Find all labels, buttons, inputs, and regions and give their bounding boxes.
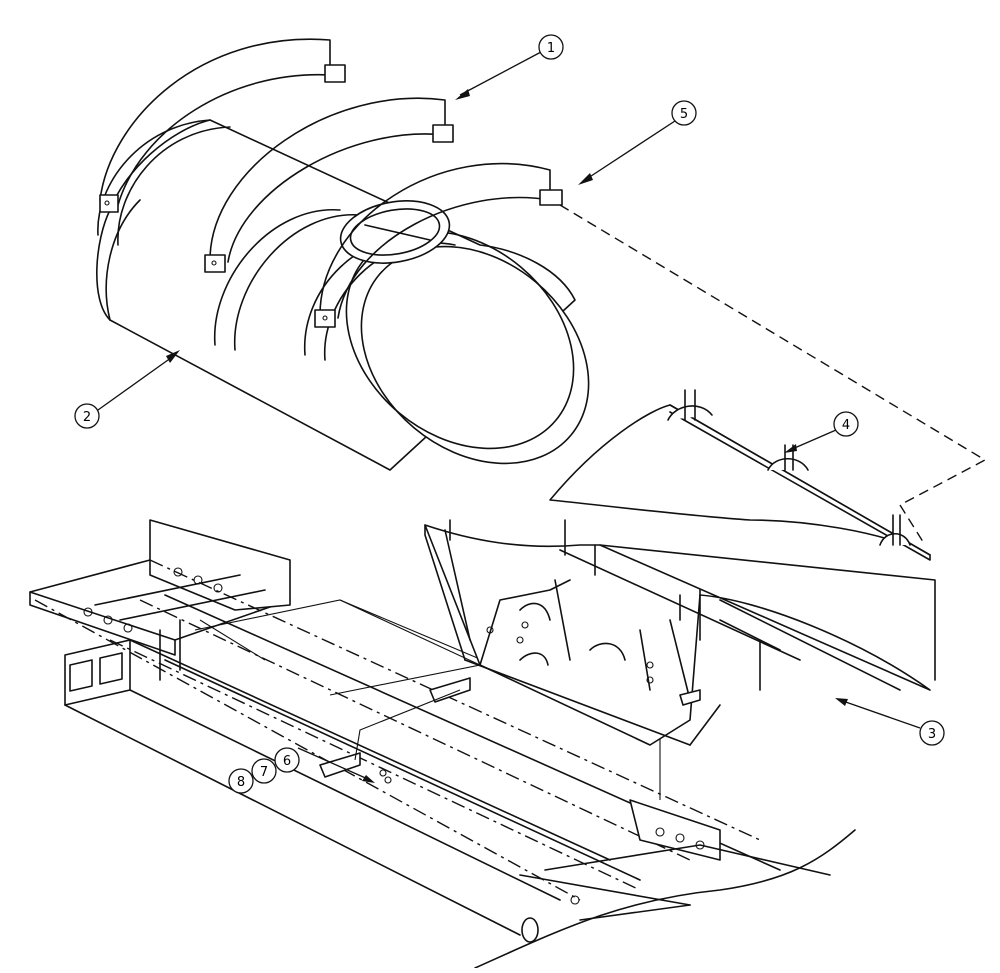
svg-text:1: 1 — [547, 41, 555, 56]
callout-4: 4 — [833, 411, 859, 437]
svg-text:3: 3 — [928, 727, 936, 742]
chassis-frame — [29, 519, 856, 969]
svg-text:2: 2 — [83, 410, 91, 425]
tank-straps — [99, 38, 563, 328]
saddle-pad — [549, 389, 931, 561]
callout-8: 8 — [228, 768, 254, 794]
callout-7: 7 — [251, 758, 277, 784]
callout-3: 3 — [919, 720, 945, 746]
tank-cradle — [424, 519, 936, 746]
svg-text:4: 4 — [842, 418, 850, 433]
callout-leaders — [97, 51, 921, 784]
callout-6: 6 — [274, 747, 300, 773]
callout-5: 5 — [671, 100, 697, 126]
callout-1: 1 — [538, 34, 564, 60]
svg-text:7: 7 — [260, 765, 268, 780]
svg-text:5: 5 — [680, 107, 688, 122]
callout-2: 2 — [74, 403, 100, 429]
alignment-lines — [559, 204, 987, 546]
tank — [96, 119, 590, 471]
svg-text:8: 8 — [237, 775, 245, 790]
svg-text:6: 6 — [283, 754, 291, 769]
